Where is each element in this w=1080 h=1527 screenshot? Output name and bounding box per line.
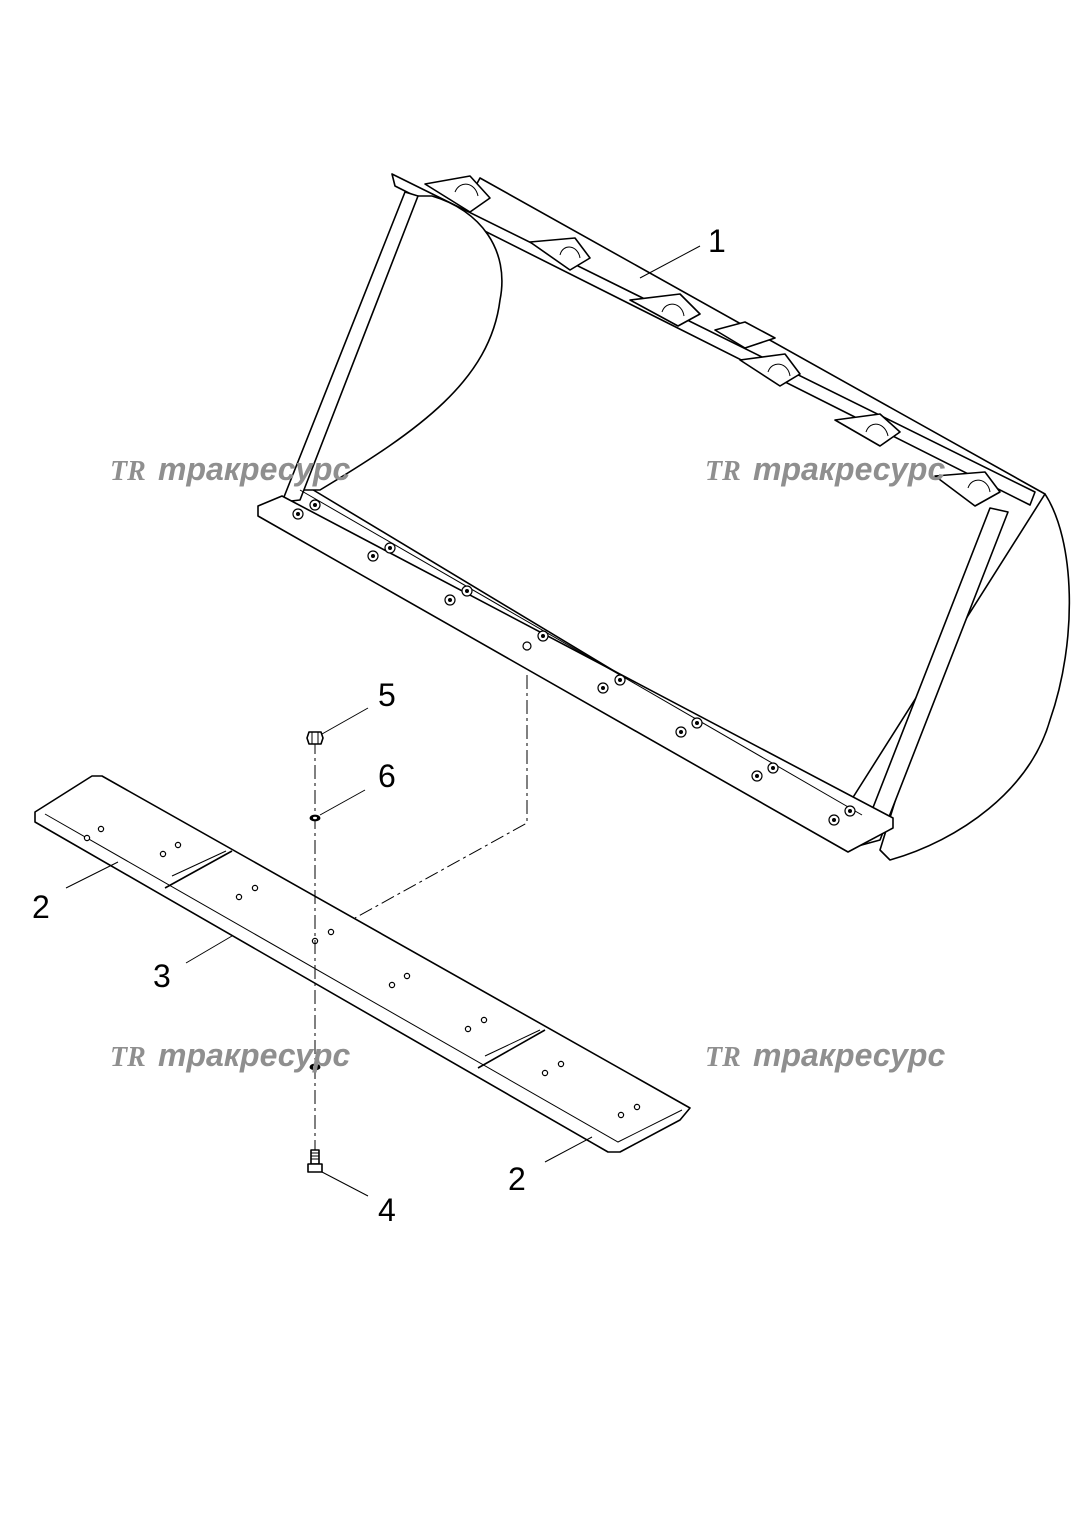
watermark-text: тракресурс — [158, 1037, 350, 1073]
nut — [306, 731, 324, 745]
callout-bucket: 1 — [708, 223, 726, 259]
washer — [309, 814, 321, 822]
bucket-left-shell — [299, 195, 503, 491]
watermark: TR тракресурс — [110, 451, 350, 487]
watermark-logo: TR — [110, 1042, 146, 1073]
callout-nut: 5 — [378, 677, 396, 713]
watermark-text: тракресурс — [753, 1037, 945, 1073]
bucket-left-side — [281, 191, 419, 503]
bucket-brackets — [424, 175, 1001, 507]
callout-bolt: 4 — [378, 1192, 396, 1228]
bucket-edge-holes — [292, 499, 856, 826]
cutting-edge-holes — [83, 825, 641, 1119]
edge-split-right — [477, 1029, 546, 1069]
cutting-edge-assembly — [34, 775, 691, 1153]
edge-split-left — [164, 850, 233, 889]
leader-lines — [65, 245, 701, 1197]
bucket-right-side — [857, 507, 1009, 847]
watermark: TR тракресурс — [110, 1037, 350, 1073]
bucket — [257, 173, 1071, 861]
assembly-centerlines — [314, 675, 528, 1150]
bolt — [307, 1149, 323, 1173]
callout-labels: 1 2 3 2 5 6 4 — [32, 223, 726, 1228]
callout-washer: 6 — [378, 758, 396, 794]
bucket-right-shell — [879, 491, 1071, 861]
watermark-text: тракресурс — [753, 451, 945, 487]
bucket-base-edge — [257, 495, 894, 853]
watermark: TR тракресурс — [705, 1037, 945, 1073]
cutting-edge-outline — [34, 775, 691, 1153]
callout-end-bit-left: 2 — [32, 889, 50, 925]
callout-end-bit-right: 2 — [508, 1161, 526, 1197]
watermark-logo: TR — [705, 1042, 741, 1073]
callout-cutting-edge: 3 — [153, 958, 171, 994]
watermark-text: тракресурс — [158, 451, 350, 487]
watermark: TR тракресурс — [705, 451, 945, 487]
watermark-logo: TR — [110, 456, 146, 487]
edge-to-bucket-centerline — [354, 675, 528, 919]
watermark-logo: TR — [705, 456, 741, 487]
lower-washer — [309, 1063, 321, 1071]
